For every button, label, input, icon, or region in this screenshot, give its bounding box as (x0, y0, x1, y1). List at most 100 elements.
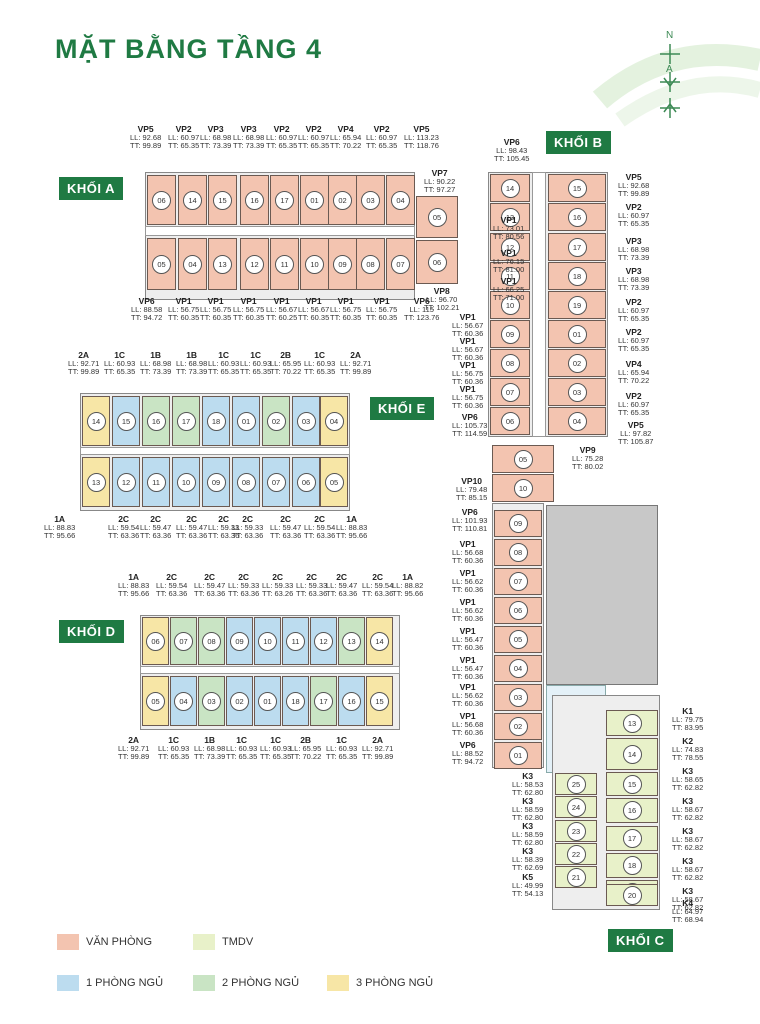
block-b-label: KHỐI B (546, 131, 611, 154)
unit-e-top-14: 14 (82, 396, 110, 446)
unit-b-lower-07: 07 (494, 568, 542, 595)
unit-c-17: 17 (606, 826, 658, 851)
unit-a-05-right: 05 (416, 196, 458, 238)
legend-swatch-1br (57, 975, 79, 991)
block-c-label: KHỐI C (608, 929, 673, 952)
unit-b-lower-05: 05 (494, 626, 542, 653)
unit-a-top-16: 16 (240, 175, 269, 225)
unit-d-bottom-16: 16 (338, 676, 365, 726)
unit-e-top-17: 17 (172, 396, 200, 446)
unit-e-top-04: 04 (320, 396, 348, 446)
unit-d-bottom-05: 05 (142, 676, 169, 726)
unit-b-right-01: 01 (548, 320, 606, 348)
unit-c-22: 22 (555, 843, 597, 865)
unit-d-bottom-15: 15 (366, 676, 393, 726)
unit-c-25: 25 (555, 773, 597, 795)
unit-b-lower-08: 08 (494, 539, 542, 566)
legend-label-2br: 2 PHÒNG NGỦ (222, 977, 300, 989)
unit-c-13: 13 (606, 710, 658, 736)
unit-e-bottom-08: 08 (232, 457, 260, 507)
unit-b-right-17: 17 (548, 233, 606, 261)
page-title: MẶT BẰNG TẦNG 4 (55, 34, 322, 64)
block-d-corridor (140, 666, 400, 674)
block-d-label: KHỐI D (59, 620, 124, 643)
unit-a-bottom-12: 12 (240, 238, 269, 290)
block-a-label: KHỐI A (59, 177, 124, 200)
unit-c-20: 20 (606, 884, 658, 906)
unit-a-bottom-05: 05 (147, 238, 176, 290)
unit-e-bottom-12: 12 (112, 457, 140, 507)
block-b-corridor (532, 172, 546, 437)
unit-a-bottom-11: 11 (270, 238, 299, 290)
unit-b-left-10: 10 (490, 291, 530, 319)
unit-d-top-11: 11 (282, 617, 309, 665)
unit-b-lower-03: 03 (494, 684, 542, 711)
unit-b-left-11: 11 (490, 262, 530, 290)
unit-b-right-15: 15 (548, 174, 606, 202)
unit-d-top-06: 06 (142, 617, 169, 665)
unit-a-bottom-09: 09 (328, 238, 357, 290)
unit-a-top-14: 14 (178, 175, 207, 225)
unit-a-bottom-04: 04 (178, 238, 207, 290)
unit-e-bottom-10: 10 (172, 457, 200, 507)
unit-a-top-02: 02 (328, 175, 357, 225)
logo-letter-n: N (666, 30, 673, 41)
unit-d-top-10: 10 (254, 617, 281, 665)
unit-e-bottom-09: 09 (202, 457, 230, 507)
unit-b-left-12: 12 (490, 233, 530, 261)
unit-e-bottom-13: 13 (82, 457, 110, 507)
unit-b-lower-02: 02 (494, 713, 542, 740)
unit-b-right-02: 02 (548, 349, 606, 377)
unit-c-16: 16 (606, 798, 658, 823)
unit-b-lower-09: 09 (494, 510, 542, 537)
legend-label-1br: 1 PHÒNG NGỦ (86, 977, 164, 989)
unit-b-10: 10 (492, 474, 554, 502)
unit-b-left-13: 13 (490, 203, 530, 231)
unit-e-bottom-06: 06 (292, 457, 320, 507)
